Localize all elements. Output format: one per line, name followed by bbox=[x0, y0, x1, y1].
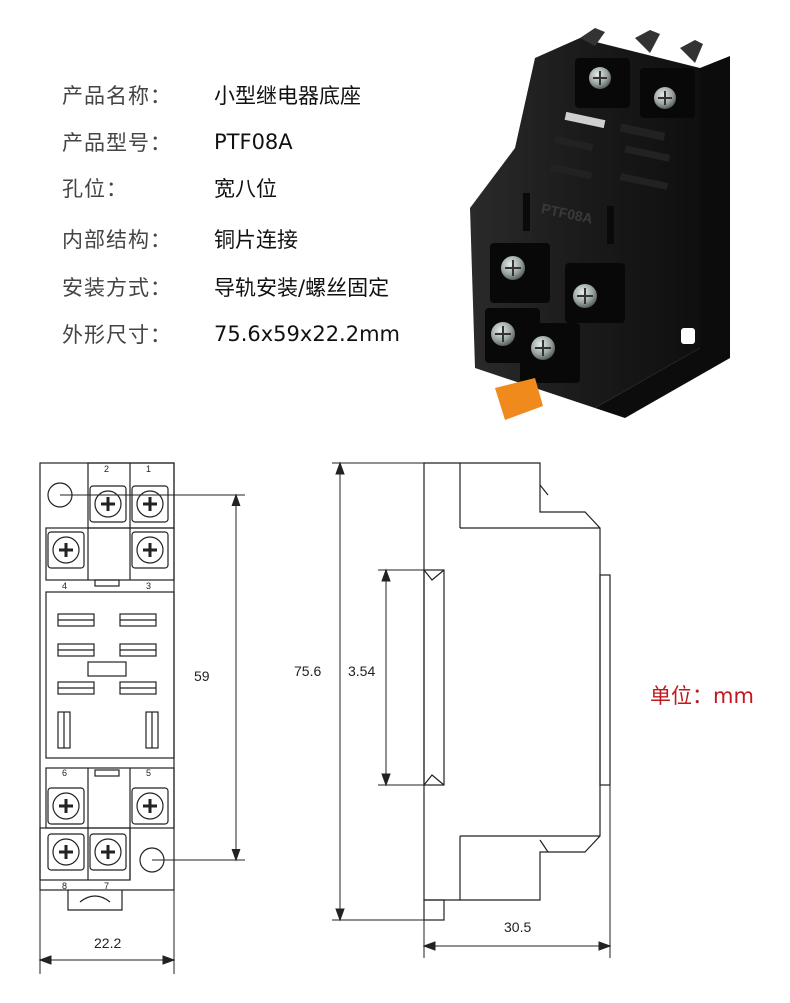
screw-icon bbox=[131, 787, 169, 825]
dimension-22-2 bbox=[38, 890, 176, 974]
pin-number: 6 bbox=[62, 768, 67, 778]
spec-value: PTF08A bbox=[214, 130, 293, 154]
screw-icon bbox=[89, 485, 127, 523]
screw-icon bbox=[491, 322, 515, 346]
dimension-label: 22.2 bbox=[94, 935, 121, 951]
pin-number: 5 bbox=[146, 768, 151, 778]
product-photo: PTF08A bbox=[470, 28, 730, 420]
screw-icon bbox=[531, 336, 555, 360]
screw-icon bbox=[589, 67, 611, 89]
spec-label: 产品名称： bbox=[62, 84, 172, 108]
dimension-label: 75.6 bbox=[294, 663, 321, 679]
screw-icon bbox=[47, 531, 85, 569]
spec-label: 产品型号： bbox=[62, 131, 172, 155]
pin-number: 4 bbox=[62, 581, 67, 591]
spec-value: 宽八位 bbox=[214, 177, 277, 201]
screw-icon bbox=[47, 833, 85, 871]
spec-value: 铜片连接 bbox=[214, 228, 298, 252]
spec-value: 小型继电器底座 bbox=[214, 84, 361, 108]
side-view-outline bbox=[423, 462, 611, 921]
dimension-30-5 bbox=[422, 785, 612, 958]
screw-icon bbox=[47, 787, 85, 825]
release-tab bbox=[495, 378, 543, 420]
screw-icon bbox=[89, 833, 127, 871]
technical-drawing: 2 1 4 3 6 5 8 7 59 22.2 bbox=[38, 461, 612, 974]
dimension-label: 3.54 bbox=[348, 663, 375, 679]
pin-number: 2 bbox=[104, 464, 109, 474]
screw-icon bbox=[501, 256, 525, 280]
spec-value: 75.6x59x22.2mm bbox=[214, 322, 401, 346]
unit-label: 单位：mm bbox=[650, 684, 754, 708]
pin-number: 3 bbox=[146, 581, 151, 591]
spec-value: 导轨安装/螺丝固定 bbox=[214, 276, 390, 300]
spec-label: 孔位： bbox=[62, 177, 128, 201]
mounting-hole bbox=[681, 328, 695, 344]
screw-icon bbox=[573, 284, 597, 308]
spec-label: 内部结构： bbox=[62, 228, 172, 252]
pin-number: 8 bbox=[62, 881, 67, 891]
dimension-label: 59 bbox=[194, 668, 210, 684]
screw-icon bbox=[131, 531, 169, 569]
screw-icon bbox=[654, 87, 676, 109]
dimension-3-54 bbox=[378, 568, 424, 787]
spec-label: 外形尺寸： bbox=[62, 323, 172, 347]
spec-label: 安装方式： bbox=[62, 276, 172, 300]
screw-icon bbox=[131, 485, 169, 523]
dimension-75-6 bbox=[332, 461, 424, 922]
dimension-label: 30.5 bbox=[504, 919, 531, 935]
pin-number: 1 bbox=[146, 464, 151, 474]
dimension-59 bbox=[60, 493, 245, 862]
pin-number: 7 bbox=[104, 881, 109, 891]
